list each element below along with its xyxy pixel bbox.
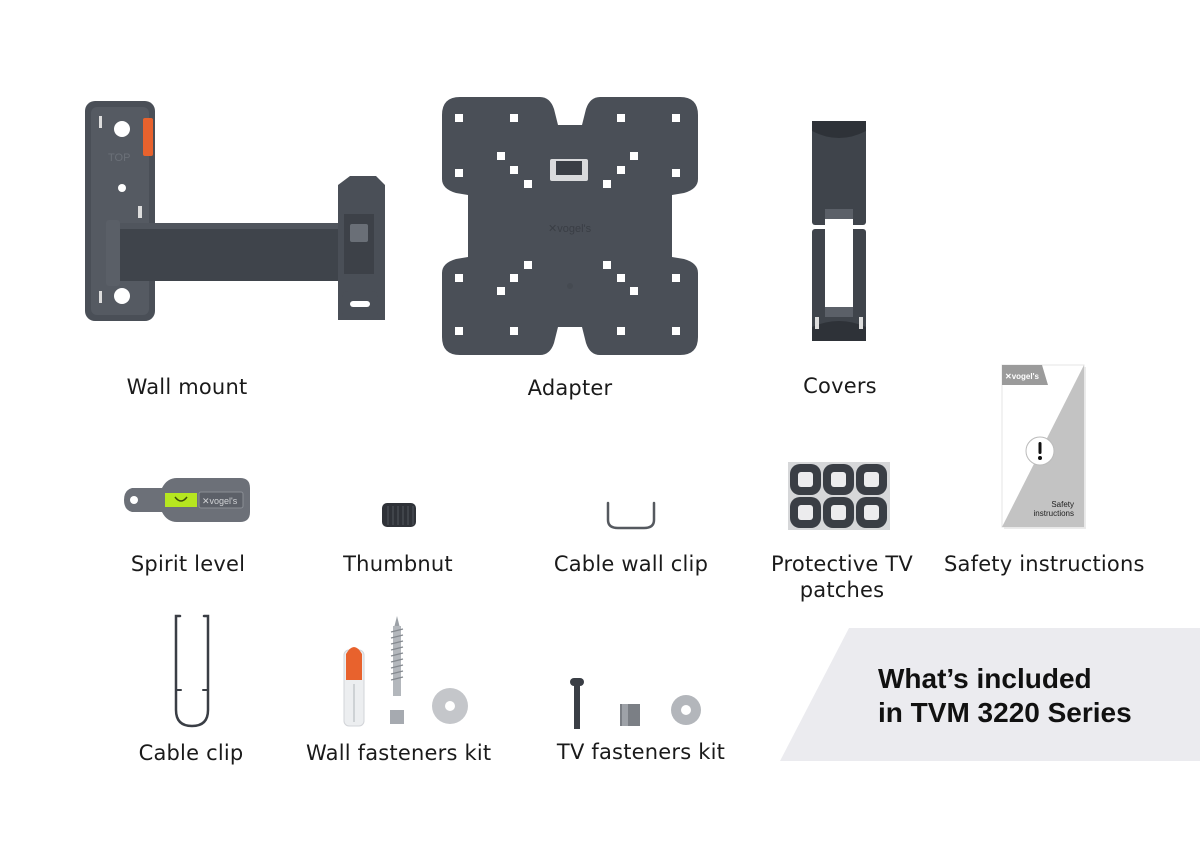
wall-fasteners-icon — [343, 616, 468, 727]
item-label-adapter: Adapter — [527, 376, 613, 400]
bolt-icon — [570, 678, 584, 729]
wall-mount-arm-icon: TOP — [85, 101, 385, 321]
spirit-level-icon: ✕vogel's — [124, 478, 250, 522]
item-label-wall-fasteners-kit: Wall fasteners kit — [306, 741, 492, 765]
covers-icon — [812, 121, 866, 341]
adapter-brand-logo: ✕vogel's — [548, 223, 592, 235]
screw-icon — [390, 616, 404, 724]
tv-fasteners-icon — [570, 678, 701, 729]
item-label-cable-wall-clip: Cable wall clip — [553, 552, 709, 576]
item-label-tv-fasteners-kit: TV fasteners kit — [556, 740, 726, 764]
booklet-title-line1: Safety — [1051, 500, 1074, 509]
item-label-protective-tv-patches: Protective TV patches — [764, 551, 920, 603]
cable-wall-clip-icon — [606, 501, 656, 530]
safety-booklet-icon: ✕vogel's Safety instructions — [1001, 364, 1086, 529]
tv-washer-icon — [671, 695, 701, 725]
item-label-covers: Covers — [803, 374, 877, 398]
page-title: What’s included in TVM 3220 Series — [878, 662, 1132, 730]
plate-top-text: TOP — [108, 152, 130, 164]
label-line-2: patches — [799, 578, 885, 602]
item-label-thumbnut: Thumbnut — [343, 552, 453, 576]
cable-clip-icon — [174, 614, 210, 728]
spacer-icon — [620, 704, 640, 726]
title-banner — [780, 628, 1200, 761]
protective-patches-icon — [788, 462, 890, 530]
booklet-title-line2: instructions — [1034, 509, 1074, 518]
item-label-wall-mount: Wall mount — [126, 375, 248, 399]
item-label-cable-clip: Cable clip — [138, 741, 244, 765]
wall-plug-icon — [343, 647, 365, 727]
washer-icon — [432, 688, 468, 724]
item-label-spirit-level: Spirit level — [130, 552, 246, 576]
booklet-brand-logo: ✕vogel's — [1005, 372, 1040, 381]
vesa-adapter-plate-icon: ✕vogel's — [442, 97, 698, 355]
page-title-line-2: in TVM 3220 Series — [878, 697, 1132, 728]
thumbnut-icon — [382, 503, 416, 527]
page-title-line-1: What’s included — [878, 663, 1092, 694]
label-line-1: Protective TV — [771, 552, 913, 576]
level-brand-logo: ✕vogel's — [202, 496, 238, 506]
item-label-safety-instructions: Safety instructions — [944, 552, 1145, 576]
